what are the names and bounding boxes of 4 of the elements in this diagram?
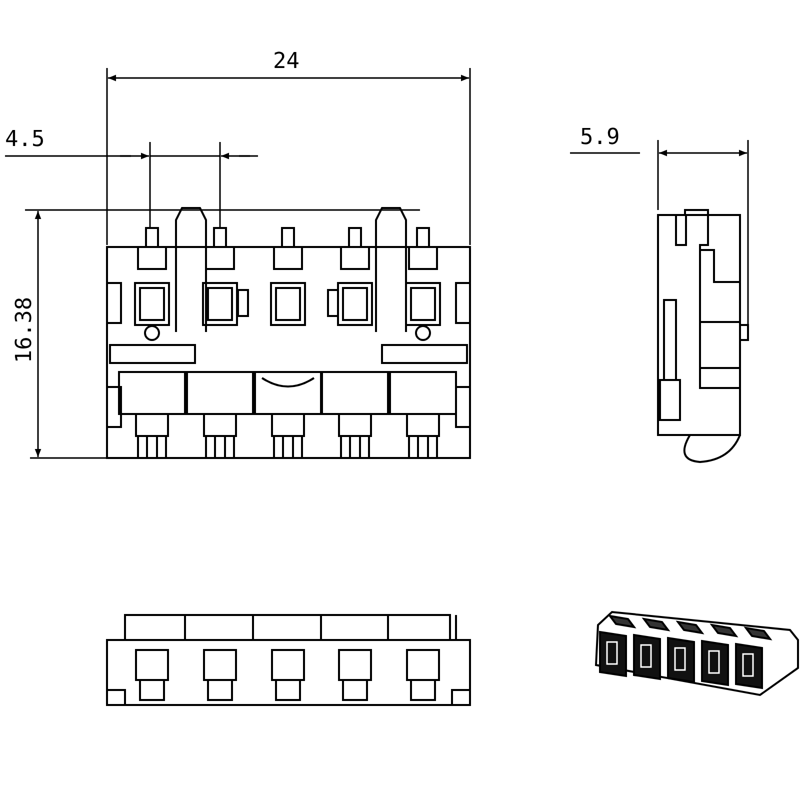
dimension-label: 16.38 <box>13 296 38 364</box>
dimension-label: 5.9 <box>580 126 620 150</box>
dimension-label: 24 <box>273 50 300 74</box>
dimension-label: 4.5 <box>5 128 45 152</box>
